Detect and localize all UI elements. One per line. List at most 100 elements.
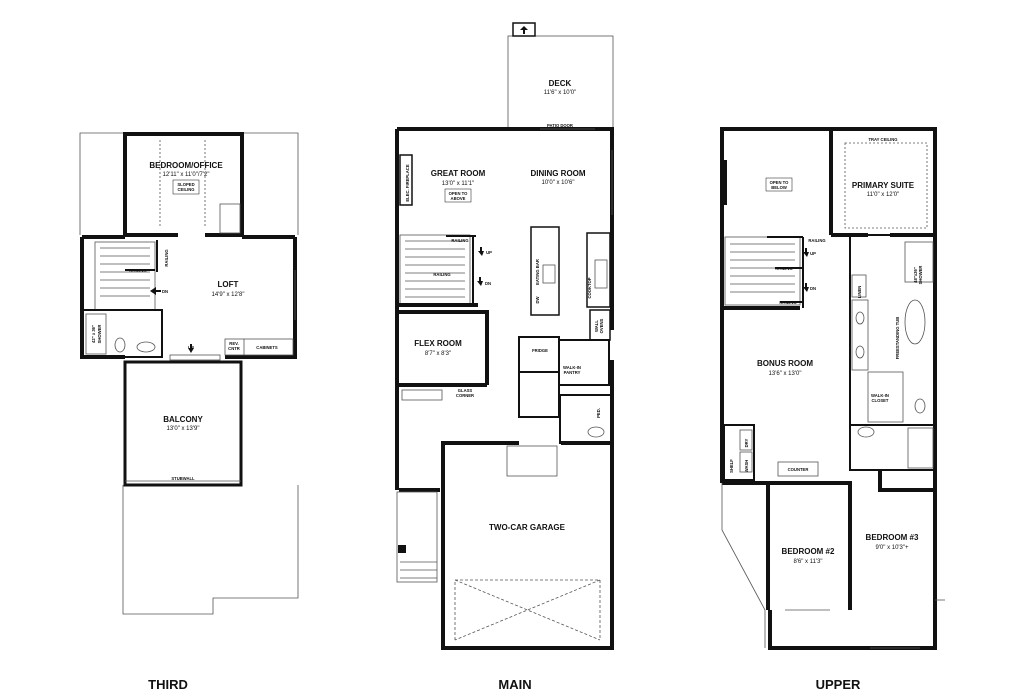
balcony-door[interactable] bbox=[169, 354, 221, 361]
closet bbox=[219, 203, 241, 234]
kitchen-island bbox=[530, 226, 560, 316]
label: RAILING bbox=[129, 268, 146, 273]
label: BELOW bbox=[771, 185, 787, 190]
powder-room bbox=[559, 394, 613, 444]
label: STUBWALL bbox=[171, 476, 195, 481]
label: PATIO DOOR bbox=[547, 123, 573, 128]
counter bbox=[777, 461, 819, 477]
label: EATING BAR bbox=[535, 259, 540, 285]
stairs bbox=[399, 234, 471, 306]
room-name: GREAT ROOM bbox=[431, 169, 486, 178]
label: DN bbox=[162, 289, 168, 294]
vanity bbox=[851, 299, 869, 371]
label: FRIDGE bbox=[532, 348, 548, 353]
shower bbox=[85, 313, 107, 355]
stairs bbox=[724, 236, 801, 306]
label: SHELF bbox=[729, 459, 734, 473]
stair-treads bbox=[405, 240, 465, 298]
washer bbox=[739, 451, 753, 473]
room-name: FLEX ROOM bbox=[414, 339, 462, 348]
fridge-area bbox=[518, 336, 560, 373]
label: WALK-IN bbox=[871, 393, 889, 398]
roof-outline bbox=[79, 132, 123, 235]
main-floor-plan: DECK 11'6" x 10'0" PATIO DOOR ELEC. FIRE… bbox=[395, 22, 614, 650]
laundry bbox=[723, 424, 755, 481]
label: RAILING bbox=[779, 300, 796, 305]
label: PANTRY bbox=[564, 370, 581, 375]
stair-treads bbox=[100, 247, 150, 297]
toilet bbox=[587, 426, 605, 438]
label-box bbox=[765, 177, 793, 192]
mudroom-closet bbox=[518, 371, 560, 418]
room-name: BEDROOM #2 bbox=[782, 547, 835, 556]
up-arrow-icon bbox=[478, 247, 484, 256]
room-dims: 11'6" x 10'0" bbox=[544, 90, 576, 96]
label: WALK-IN bbox=[563, 365, 581, 370]
room-name: BEDROOM #3 bbox=[866, 533, 919, 542]
dn-arrow-icon bbox=[477, 277, 483, 286]
linen-closet bbox=[851, 274, 867, 298]
wall-segment bbox=[722, 160, 727, 205]
room-dims: 14'9" x 12'8" bbox=[212, 292, 245, 298]
room-dims: 11'0" x 12'0" bbox=[867, 192, 899, 198]
up-arrow-icon bbox=[803, 248, 809, 257]
freestanding-tub bbox=[904, 299, 926, 345]
room-name: TWO-CAR GARAGE bbox=[489, 523, 566, 532]
room-name: DINING ROOM bbox=[530, 169, 585, 178]
room-dims: 12'11" x 11'0"/7'2" bbox=[163, 172, 210, 178]
room-name: PRIMARY SUITE bbox=[852, 181, 915, 190]
walk-in-closet bbox=[867, 371, 904, 423]
label: COUNTER bbox=[788, 467, 809, 472]
front-porch bbox=[396, 491, 438, 583]
label: SHOWER bbox=[918, 266, 923, 285]
bedroom-office-walls bbox=[123, 132, 244, 235]
label: TRAY CEILING bbox=[868, 137, 897, 142]
garage-door[interactable] bbox=[454, 579, 601, 640]
column bbox=[398, 545, 406, 553]
label: CLOSET bbox=[872, 398, 889, 403]
floor-title-upper: UPPER bbox=[816, 677, 861, 692]
room-dims: 9'0" x 10'3"+ bbox=[875, 545, 909, 551]
dryer bbox=[739, 429, 753, 451]
label: 42" x 36" bbox=[91, 325, 96, 343]
roof-outline bbox=[721, 483, 766, 648]
main-bath bbox=[849, 424, 936, 471]
floor-title-third: THIRD bbox=[148, 677, 188, 692]
cabinets bbox=[224, 338, 294, 356]
room-name: DECK bbox=[549, 79, 572, 88]
stair-treads bbox=[730, 243, 795, 293]
deck-stairs bbox=[512, 22, 536, 37]
room-dims: 8'7" x 8'3" bbox=[425, 351, 451, 357]
cooktop-counter bbox=[586, 232, 611, 308]
label: WASH bbox=[744, 460, 749, 473]
label: CEILING bbox=[178, 187, 195, 192]
label: FREESTANDING TUB bbox=[895, 317, 900, 360]
fireplace bbox=[399, 154, 413, 206]
room-dims: 8'6" x 11'3" bbox=[793, 559, 822, 565]
label: LINEN bbox=[857, 286, 862, 299]
dn-arrow-icon bbox=[150, 287, 161, 295]
label: UP bbox=[810, 251, 816, 256]
label: 48"x36" bbox=[913, 267, 918, 283]
main-exterior-wall bbox=[397, 127, 614, 330]
bathroom bbox=[81, 309, 163, 358]
porch-steps bbox=[400, 561, 437, 579]
up-arrow-icon bbox=[520, 26, 528, 34]
label: ELEC. FIREPLACE bbox=[405, 164, 410, 201]
stairs bbox=[94, 241, 156, 311]
label: DN bbox=[810, 286, 816, 291]
sink bbox=[855, 311, 865, 325]
toilet bbox=[914, 398, 926, 414]
label: RAILING bbox=[433, 272, 450, 277]
garage-door-swing bbox=[454, 579, 601, 641]
label: GLASS bbox=[458, 388, 473, 393]
label: OVENS bbox=[599, 318, 604, 333]
label: COOKTOP bbox=[587, 277, 592, 298]
label: RAILING bbox=[451, 238, 468, 243]
label: DW bbox=[535, 296, 540, 303]
flex-room-walls bbox=[399, 310, 489, 385]
up-arrow-icon bbox=[188, 344, 194, 353]
upper-exterior-wall bbox=[722, 481, 770, 610]
bedroom-3-walls bbox=[878, 470, 935, 492]
